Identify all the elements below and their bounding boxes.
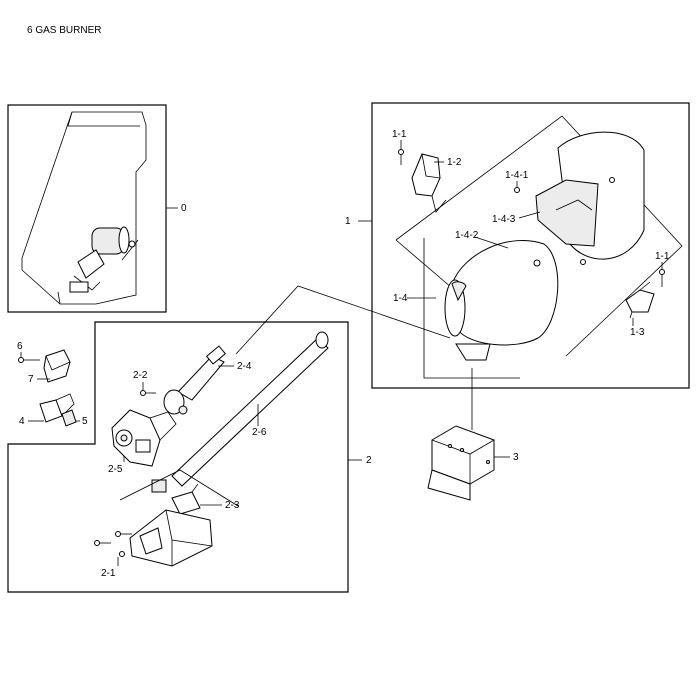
burner-tube-2-6 xyxy=(151,331,329,493)
connector-2-3 xyxy=(171,483,201,515)
combustion-chamber-1-4 xyxy=(444,240,559,361)
label-2-6: 2-6 xyxy=(252,427,267,438)
label-1-4-2: 1-4-2 xyxy=(455,230,479,241)
block-5 xyxy=(61,409,77,427)
label-3: 3 xyxy=(513,452,519,463)
label-2: 2 xyxy=(366,455,372,466)
label-6: 6 xyxy=(17,341,23,352)
label-2-3: 2-3 xyxy=(225,500,240,511)
igniter-2-4 xyxy=(163,345,227,415)
screw-1-1-right xyxy=(659,269,665,287)
label-2-4: 2-4 xyxy=(237,361,252,372)
label-0: 0 xyxy=(181,203,187,214)
label-1-1-right: 1-1 xyxy=(655,251,670,262)
label-1-4-3: 1-4-3 xyxy=(492,214,516,225)
label-1: 1 xyxy=(345,216,351,227)
label-2-5: 2-5 xyxy=(108,464,123,475)
assembly-outline-link xyxy=(395,239,453,289)
screw-1-1-top xyxy=(398,149,404,165)
label-1-4: 1-4 xyxy=(393,293,408,304)
assembly-outline-lower xyxy=(423,238,520,379)
screw-2-2 xyxy=(140,390,156,396)
label-7: 7 xyxy=(28,374,34,385)
diagram-title: 6 GAS BURNER xyxy=(27,25,101,36)
assembly-link-1-2 xyxy=(235,285,451,355)
base-bracket-2-1 xyxy=(94,509,213,567)
screw-1-4-1 xyxy=(514,187,520,193)
label-5: 5 xyxy=(82,416,88,427)
label-2-1: 2-1 xyxy=(101,568,116,579)
clip-7 xyxy=(43,349,71,383)
leader-1-4-2 xyxy=(474,236,509,249)
leader-1-4-3 xyxy=(518,211,541,219)
group-box-0 xyxy=(7,104,167,313)
label-2-2: 2-2 xyxy=(133,370,148,381)
flame-tube-1-4-3 xyxy=(535,131,645,265)
label-1-3: 1-3 xyxy=(630,327,645,338)
label-4: 4 xyxy=(19,416,25,427)
assembly-link-valve xyxy=(119,469,239,507)
dryer-burner-assembly-thumbnail xyxy=(69,226,139,293)
label-1-1-top: 1-1 xyxy=(392,129,407,140)
support-bracket-3 xyxy=(427,425,495,501)
holder-4 xyxy=(39,393,75,423)
label-1-2: 1-2 xyxy=(447,157,462,168)
flame-sensor-1-3 xyxy=(625,281,655,319)
group-box-2 xyxy=(7,321,349,593)
bracket-1-2 xyxy=(411,153,447,213)
group-box-1 xyxy=(371,102,690,389)
gas-valve-2-5 xyxy=(111,409,177,467)
label-1-4-1: 1-4-1 xyxy=(505,170,529,181)
screw-6 xyxy=(18,357,40,363)
